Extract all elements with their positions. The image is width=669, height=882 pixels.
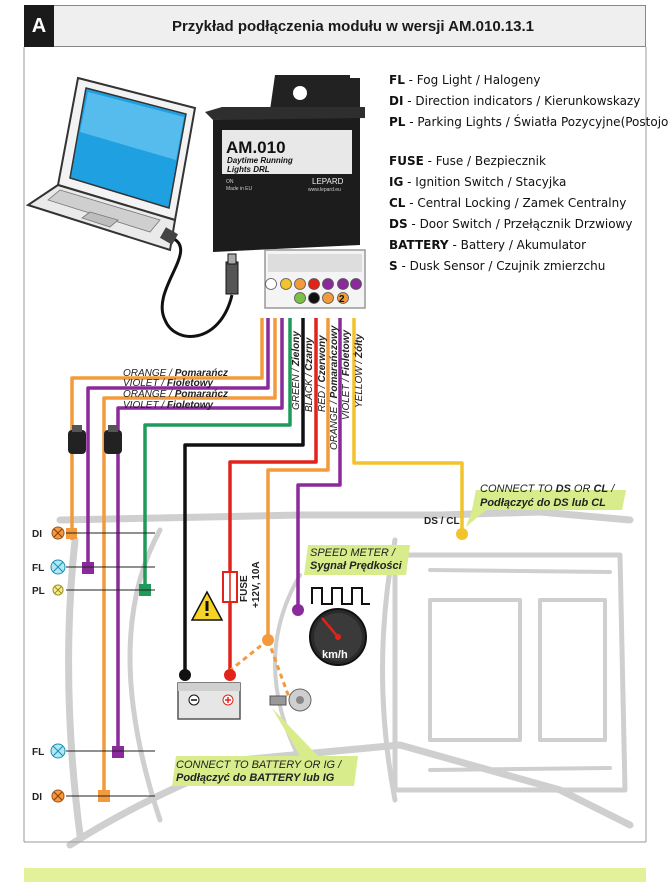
legend-item-di: DI - Direction indicators / Kierunkowska…	[389, 94, 641, 108]
legend-item-pl: PL - Parking Lights / Światła Pozycyjne(…	[389, 115, 669, 129]
callout-battery-en: CONNECT TO BATTERY OR IG /	[176, 759, 342, 771]
fl-top-icon	[50, 559, 66, 575]
module-model: AM.010	[226, 138, 286, 157]
legend-item-battery: BATTERY - Battery / Akumulator	[389, 238, 587, 252]
usb-plug-module	[225, 261, 239, 295]
label-di-bottom: DI	[32, 792, 42, 803]
speedometer-icon	[309, 608, 367, 666]
wire-label-left-4: VIOLET / Fioletowy	[123, 400, 213, 411]
wire-label-left-2: VIOLET / Fioletowy	[123, 378, 213, 389]
wire-label-yellow: YELLOW / Żółty	[352, 334, 365, 408]
marker-ds-cl	[456, 528, 468, 540]
callout-speed	[304, 545, 410, 575]
module-website: www.lepard.eu	[308, 187, 341, 193]
legend-item-ds: DS - Door Switch / Przełącznik Drzwiowy	[389, 217, 633, 231]
light-lines	[66, 532, 155, 797]
di-bottom-icon	[51, 789, 65, 803]
module-subtitle-2: Lights DRL	[227, 165, 270, 174]
fuse-label: FUSE	[239, 575, 250, 602]
wire-label-left-1: ORANGE / Pomarańcz	[123, 368, 228, 379]
legend-item-fuse: FUSE - Fuse / Bezpiecznik	[389, 154, 546, 168]
usb-cable	[160, 236, 234, 338]
callout-ds-cl	[466, 490, 626, 527]
module-small-2: Made in EU	[226, 186, 253, 192]
callout-speed-pl: Sygnał Prędkości	[310, 560, 403, 572]
battery-neg-terminal	[179, 669, 191, 681]
wire-green-pl	[143, 318, 292, 590]
speedometer-unit: km/h	[322, 649, 348, 661]
label-fl-top: FL	[32, 563, 44, 574]
pl-icon	[52, 584, 64, 596]
fuse-rating: +12V, 10A	[251, 561, 262, 608]
connector-pin-2: 2	[339, 294, 345, 305]
wire-black-battery	[183, 318, 305, 672]
laptop-icon	[25, 76, 197, 252]
wire-label-orange: ORANGE / Pomarańczowy	[329, 325, 340, 450]
legend-item-ig: IG - Ignition Switch / Stacyjka	[389, 175, 567, 189]
legend-item-fl: FL - Fog Light / Halogeny	[389, 73, 541, 87]
usb-plug-left	[159, 227, 179, 245]
legend-item-s: S - Dusk Sensor / Czujnik zmierzchu	[389, 259, 606, 273]
callout-ds-en: CONNECT TO DS OR CL /	[480, 483, 615, 495]
marker-fl-bottom	[112, 746, 124, 758]
wire-orange-di-bottom	[102, 318, 277, 797]
marker-ig	[262, 634, 274, 646]
legend-item-cl: CL - Central Locking / Zamek Centralny	[389, 196, 627, 210]
am010-module	[205, 75, 366, 309]
wire-orange-ig	[266, 318, 330, 640]
wire-label-black: BLACK / Czarny	[304, 337, 315, 412]
section-badge: A	[24, 5, 54, 47]
relay-left-2	[104, 425, 122, 454]
module-subtitle-1: Daytime Running	[227, 156, 293, 165]
speed-signal-wave	[311, 587, 370, 605]
usb-plug-tip	[227, 253, 237, 265]
marker-speed	[292, 604, 304, 616]
wire-violet-speed	[296, 318, 342, 608]
page-title: Przykład podłączenia modułu w wersji AM.…	[171, 17, 535, 35]
wire-label-violet: VIOLET / Fioletowy	[341, 330, 352, 420]
wire-yellow-ds	[352, 318, 464, 532]
module-small-1: ON	[226, 179, 234, 185]
battery-icon	[177, 682, 241, 720]
fl-bottom-icon	[50, 743, 66, 759]
callout-battery	[172, 708, 358, 786]
ds-cl-label: DS / CL	[424, 516, 460, 527]
wire-orange-di-top	[70, 318, 264, 540]
di-top-icon	[51, 526, 65, 540]
label-pl: PL	[32, 586, 45, 597]
wire-violet-fl-bottom	[116, 318, 284, 752]
wire-label-red: RED / Czerwony	[317, 335, 328, 412]
callout-ds-pl: Podłączyć do DS lub CL	[480, 497, 606, 509]
legend: FL - Fog Light / Halogeny DI - Direction…	[389, 70, 669, 277]
marker-fl-top	[82, 562, 94, 574]
callout-speed-en: SPEED METER /	[310, 547, 396, 559]
callout-battery-pl: Podłączyć do BATTERY lub IG	[176, 772, 335, 784]
wire-label-left-3: ORANGE / Pomarańcz	[123, 389, 228, 400]
wire-label-green: GREEN / Zielony	[291, 331, 302, 410]
ignition-icon	[269, 688, 312, 712]
label-fl-bottom: FL	[32, 747, 44, 758]
connector-pins	[265, 278, 362, 304]
battery-pos-terminal	[224, 669, 236, 681]
wire-violet-fl-top	[86, 318, 270, 568]
dashed-ig-battery	[227, 638, 292, 701]
module-brand: LEPARD	[312, 177, 344, 186]
footer-bar	[24, 868, 646, 882]
warning-icon	[190, 590, 224, 621]
relay-left-1	[68, 425, 86, 454]
wire-red-battery	[228, 318, 318, 672]
header-bar	[24, 5, 646, 47]
label-di-top: DI	[32, 529, 42, 540]
